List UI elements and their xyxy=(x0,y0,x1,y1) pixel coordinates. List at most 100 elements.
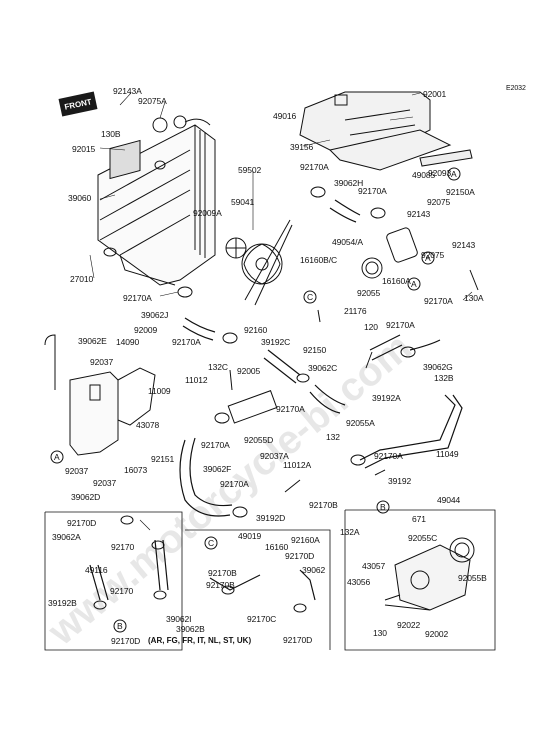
part-label: 92160 xyxy=(244,325,268,335)
part-label: 92170D xyxy=(67,518,97,528)
part-label: 39192D xyxy=(256,513,286,523)
part-label: 92022 xyxy=(397,620,421,630)
part-label: 92170A xyxy=(374,451,403,461)
part-label: 92150A xyxy=(446,187,475,197)
part-label: 92170 xyxy=(111,542,135,552)
part-label: 120 xyxy=(364,322,378,332)
callout-a-2: A xyxy=(425,253,431,263)
part-label: 132B xyxy=(434,373,454,383)
part-label: 92150 xyxy=(303,345,327,355)
part-label: 49054/A xyxy=(332,237,363,247)
part-label: 92170B xyxy=(309,500,338,510)
part-label: 16073 xyxy=(124,465,148,475)
part-label: 132C xyxy=(208,362,228,372)
part-label: 39060 xyxy=(68,193,92,203)
callout-a-3: A xyxy=(411,279,417,289)
part-label: 92170C xyxy=(247,614,277,624)
part-label: 39062 xyxy=(302,565,326,575)
kit-frame-right xyxy=(344,509,496,651)
kit-frame-mid xyxy=(185,529,331,650)
part-label: 43056 xyxy=(347,577,371,587)
part-label: 671 xyxy=(412,514,426,524)
reservoir-tank-drawing xyxy=(44,334,156,456)
callout-b-1: B xyxy=(380,502,386,512)
strip-drawing xyxy=(419,149,473,167)
part-label: 92037A xyxy=(260,451,289,461)
part-label: 39156 xyxy=(290,142,314,152)
part-label: 21176 xyxy=(344,306,367,316)
kit-market-note: (AR, FG, FR, IT, NL, ST, UK) xyxy=(148,636,252,645)
part-label: 39062B xyxy=(176,624,205,634)
part-label: 92170A xyxy=(201,440,230,450)
part-label: 92170D xyxy=(111,636,141,646)
part-label: 130A xyxy=(464,293,484,303)
part-label: 130B xyxy=(101,129,121,139)
hoses-drawing xyxy=(89,199,463,601)
part-label: 132A xyxy=(340,527,360,537)
part-label: 92055D xyxy=(244,435,274,445)
part-label: 92009A xyxy=(193,208,222,218)
kit-frame-left xyxy=(44,511,183,651)
part-label: 59041 xyxy=(231,197,255,207)
part-label: 92002 xyxy=(425,629,449,639)
part-label: 39192 xyxy=(388,476,412,486)
part-label: 92143 xyxy=(407,209,431,219)
gasket-drawing xyxy=(227,390,278,424)
part-label: 92009 xyxy=(134,325,158,335)
part-label: 92170A xyxy=(276,404,305,414)
radiator-drawing xyxy=(97,115,216,286)
part-label: 11012 xyxy=(185,375,208,385)
part-label: 59502 xyxy=(238,165,262,175)
guard-plate-drawing xyxy=(299,91,452,171)
part-label: 92015 xyxy=(72,144,96,154)
part-label: 92037 xyxy=(65,466,89,476)
part-label: 92093 xyxy=(428,168,452,178)
part-label: 92170B xyxy=(206,580,235,590)
part-label: 27010 xyxy=(70,274,94,284)
part-label: 49116 xyxy=(85,565,108,575)
part-label: 16160A xyxy=(382,276,411,286)
part-label: 43078 xyxy=(136,420,160,430)
callout-c-2: C xyxy=(208,538,215,548)
part-label: 92001 xyxy=(423,89,447,99)
part-label: 92170A xyxy=(172,337,201,347)
part-label: 92170B xyxy=(208,568,237,578)
part-label: 39062E xyxy=(78,336,107,346)
part-label: 92170A xyxy=(386,320,415,330)
bolts-drawing xyxy=(229,269,479,493)
part-label: 92055A xyxy=(346,418,375,428)
part-label: 92075A xyxy=(138,96,167,106)
part-label: 92160A xyxy=(291,535,320,545)
part-label: 49019 xyxy=(238,531,262,541)
part-label: 39062F xyxy=(203,464,232,474)
callout-circles xyxy=(50,167,461,633)
part-label: 49085 xyxy=(412,170,436,180)
part-label: 92055 xyxy=(357,288,381,298)
clamps-drawing xyxy=(93,160,416,613)
part-label: 39062D xyxy=(71,492,101,502)
part-label: 39062H xyxy=(334,178,364,188)
part-label: 16160B/C xyxy=(300,255,338,265)
part-label: 92143 xyxy=(452,240,476,250)
leader-lines xyxy=(89,92,473,531)
part-label: 92170A xyxy=(220,479,249,489)
part-label: 49044 xyxy=(437,495,461,505)
water-pump-drawing xyxy=(384,537,475,611)
part-label: 92037 xyxy=(90,357,114,367)
callout-b-2: B xyxy=(117,621,123,631)
callout-a-4: A xyxy=(54,452,60,462)
part-label: 39192B xyxy=(48,598,77,608)
part-label: 11012A xyxy=(283,460,312,470)
part-label: 92075 xyxy=(421,250,445,260)
part-label: 39062C xyxy=(308,363,338,373)
part-label: 92055C xyxy=(408,533,438,543)
part-label: 92170 xyxy=(110,586,134,596)
part-label: 132 xyxy=(326,432,340,442)
part-label: 16160 xyxy=(265,542,289,552)
part-label: 92170A xyxy=(123,293,152,303)
part-label: 39192A xyxy=(372,393,401,403)
part-label: 49016 xyxy=(273,111,297,121)
part-label: 130 xyxy=(373,628,387,638)
part-label: 14090 xyxy=(116,337,140,347)
